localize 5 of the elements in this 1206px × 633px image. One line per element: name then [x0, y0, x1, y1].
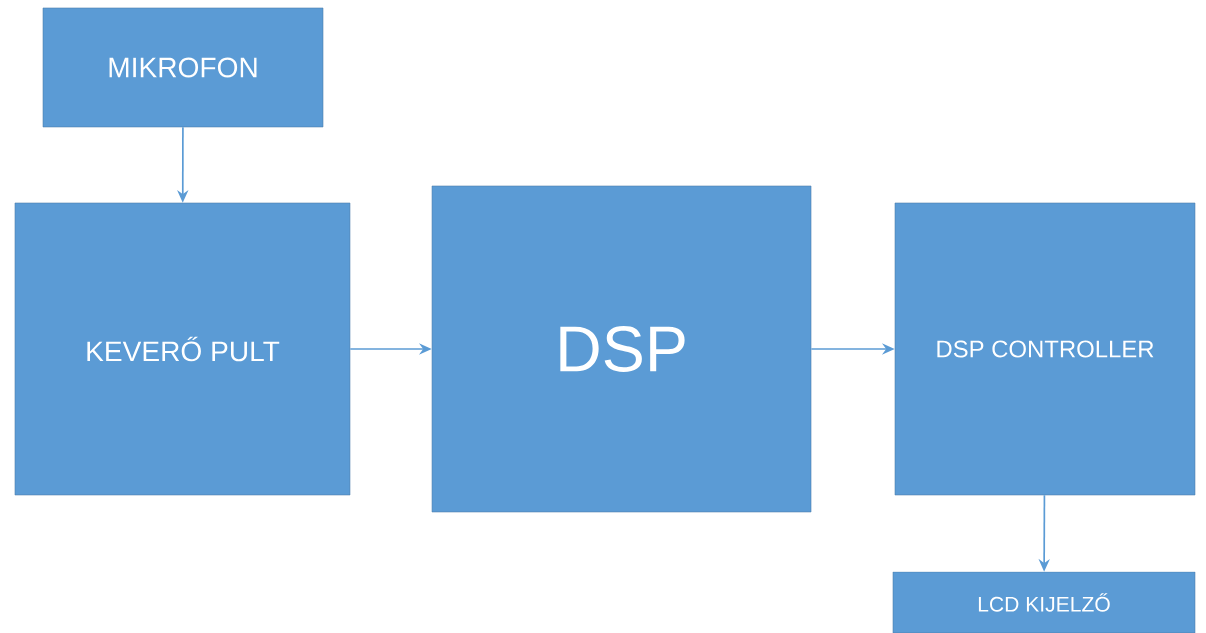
- process-box: DSP CONTROLLER: [894, 202, 1196, 496]
- process-box: MIKROFON: [42, 7, 324, 128]
- process-box: DSP: [431, 185, 812, 513]
- process-box: KEVERŐ PULT: [14, 202, 351, 496]
- process-box: LCD KIJELZŐ: [892, 571, 1196, 633]
